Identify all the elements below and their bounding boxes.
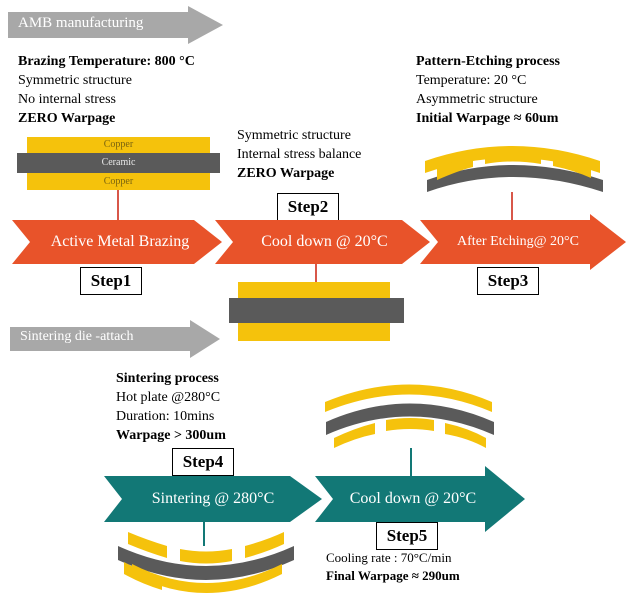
step1-note-symmetric: Symmetric structure [18,73,132,88]
step3-label: Step3 [477,267,539,295]
step3-note-initial-warpage: Initial Warpage ≈ 60um [416,111,559,126]
amb-manufacturing-banner: AMB manufacturing [8,6,223,44]
step5-note-final-warpage: Final Warpage ≈ 290um [326,568,460,583]
step1-note-no-stress: No internal stress [18,92,116,107]
step1-arrow-label: Active Metal Brazing [50,233,190,250]
step2-label: Step2 [277,193,339,221]
step3-connector [511,192,513,222]
step5-connector [410,448,412,476]
step1-ceramic: Ceramic [17,153,220,173]
step4-note-sintering-process: Sintering process [116,371,219,386]
step5-label: Step5 [376,522,438,550]
step1-notes: Brazing Temperature: 800 °C Symmetric st… [18,52,195,128]
amb-banner-label: AMB manufacturing [18,15,144,31]
step2-note-zero-warpage: ZERO Warpage [237,166,335,181]
sintering-banner-label: Sintering die -attach [20,329,134,344]
step5-notes: Cooling rate : 70°C/min Final Warpage ≈ … [326,549,460,585]
step2-arrow: Cool down @ 20°C [215,220,430,264]
step2-copper-bottom [238,323,390,341]
step1-copper-bottom: Copper [27,173,210,190]
step4-notes: Sintering process Hot plate @280°C Durat… [116,369,226,445]
step2-note-stress-balance: Internal stress balance [237,147,362,162]
step4-note-duration: Duration: 10mins [116,409,215,424]
step3-arrow-label: After Etching@ 20°C [457,234,579,249]
step2-copper-top [238,282,390,298]
step2-notes: Symmetric structure Internal stress bala… [237,126,361,183]
step4-arrow: Sintering @ 280°C [104,476,322,522]
step5-note-cooling-rate: Cooling rate : 70°C/min [326,550,452,565]
step5-arrow: Cool down @ 20°C [315,466,525,532]
step4-label: Step4 [172,448,234,476]
step1-connector [117,190,119,220]
step2-note-symmetric: Symmetric structure [237,128,351,143]
step1-note-zero-warpage: ZERO Warpage [18,111,116,126]
step5-arrow-label: Cool down @ 20°C [349,490,477,507]
step4-connector [203,522,205,546]
step4-warped-substrate [118,532,294,593]
step1-label: Step1 [80,267,142,295]
step4-note-hot-plate: Hot plate @280°C [116,390,221,405]
sintering-banner: Sintering die -attach [10,320,220,358]
step3-note-pattern-etching: Pattern-Etching process [416,54,560,69]
step2-connector [315,264,317,284]
step1-arrow: Active Metal Brazing [12,220,222,264]
step3-warped-substrate [425,146,603,192]
step4-arrow-label: Sintering @ 280°C [151,490,275,507]
step1-copper-top: Copper [27,137,210,153]
step2-ceramic [229,298,404,323]
step1-note-brazing-temp: Brazing Temperature: 800 °C [18,54,195,69]
step3-notes: Pattern-Etching process Temperature: 20 … [416,52,560,128]
step3-note-temperature: Temperature: 20 °C [416,73,527,88]
step3-arrow: After Etching@ 20°C [420,214,626,270]
step3-note-asymmetric: Asymmetric structure [416,92,538,107]
step5-warped-substrate [325,384,494,448]
step2-arrow-label: Cool down @ 20°C [261,233,388,250]
step4-note-warpage: Warpage > 300um [116,428,226,443]
